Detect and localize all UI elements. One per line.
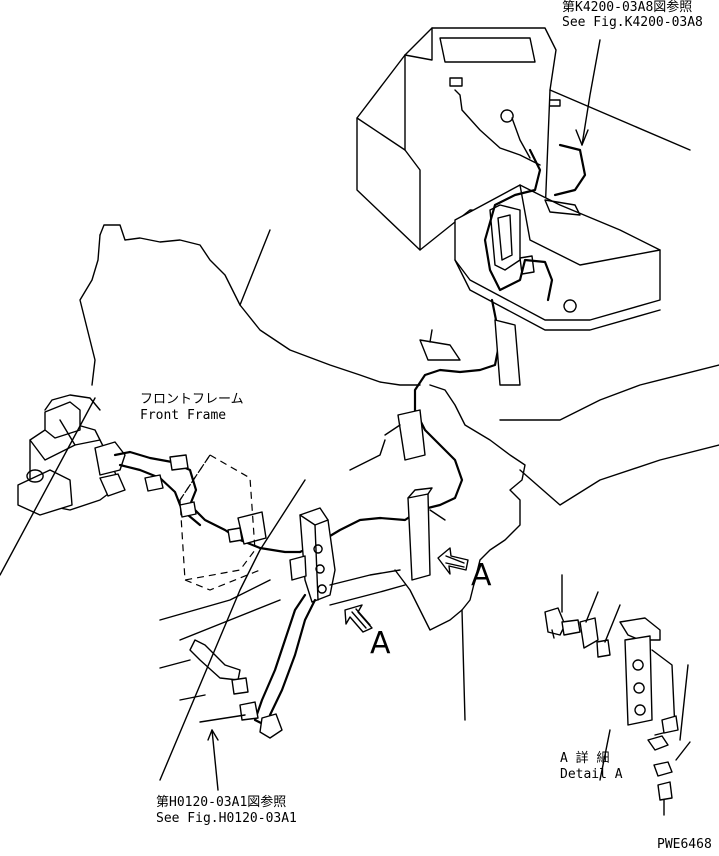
- detail-a-label-en: Detail A: [560, 767, 623, 782]
- dashed-panel: [179, 454, 261, 591]
- callout-bottom-en: See Fig.H0120-03A1: [156, 811, 297, 826]
- callout-top-right-en: See Fig.K4200-03A8: [562, 15, 703, 30]
- vertical-bracket: [407, 487, 446, 581]
- callout-top-right-jp: 第K4200-03A8図参照: [562, 0, 692, 15]
- main-harness: [298, 298, 521, 554]
- detail-a-label-jp: A 詳 細: [560, 750, 609, 766]
- callout-bottom-jp: 第H0120-03A1図参照: [156, 794, 286, 810]
- view-label-a-right: A: [471, 558, 492, 593]
- front-frame: [79, 224, 719, 721]
- front-frame-label-en: Front Frame: [140, 408, 226, 423]
- detail-a-parts: [544, 574, 691, 816]
- lower-harness: [159, 569, 406, 739]
- electrical-box: [454, 143, 661, 331]
- connector-block: [289, 507, 336, 603]
- front-frame-label-jp: フロントフレーム: [140, 392, 244, 407]
- view-label-a-center: A: [370, 626, 391, 661]
- hydraulic-valve: [17, 394, 126, 516]
- leader-lines: [0, 39, 611, 791]
- drawing-number: PWE6468: [657, 837, 712, 852]
- view-arrow-a-right: [437, 547, 469, 575]
- wire-harness: [113, 450, 302, 554]
- view-arrow-a-left: [344, 604, 373, 633]
